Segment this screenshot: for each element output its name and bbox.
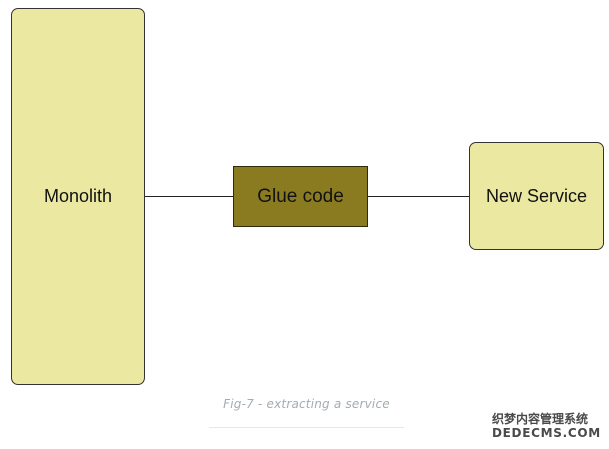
new-service-label: New Service bbox=[485, 185, 588, 206]
glue-code-box: Glue code bbox=[233, 166, 368, 227]
caption-divider bbox=[209, 427, 404, 428]
monolith-to-glue-connector bbox=[145, 196, 233, 197]
watermark: 织梦内容管理系统 DEDECMS.COM bbox=[492, 412, 604, 440]
watermark-line1: 织梦内容管理系统 bbox=[492, 412, 589, 426]
figure-caption: Fig-7 - extracting a service bbox=[223, 397, 390, 411]
glue-to-new-service-connector bbox=[368, 196, 469, 197]
glue-code-label: Glue code bbox=[257, 185, 344, 207]
monolith-label: Monolith bbox=[43, 186, 113, 206]
monolith-box: Monolith bbox=[11, 8, 145, 385]
new-service-box: New Service bbox=[469, 142, 604, 250]
watermark-line2: DEDECMS.COM bbox=[492, 426, 601, 440]
